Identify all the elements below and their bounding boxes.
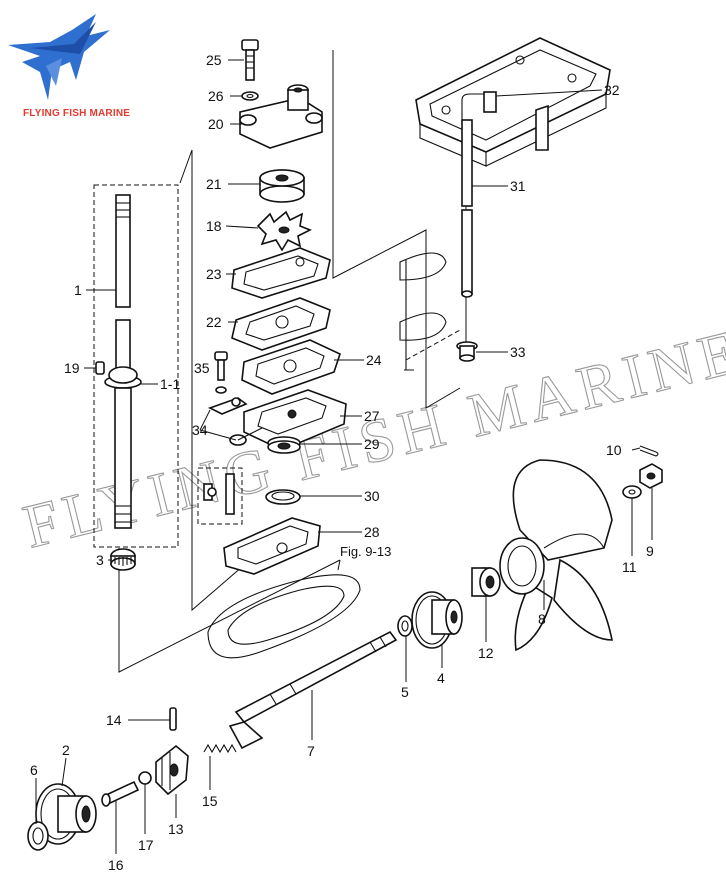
propeller-group xyxy=(207,445,663,659)
gasket-upper xyxy=(231,247,331,299)
cotter-pin xyxy=(639,445,659,457)
base-gasket xyxy=(223,517,321,575)
callout-labels: 25 26 20 21 18 23 22 24 35 34 27 29 30 2… xyxy=(30,52,654,873)
water-tube-grommet-bottom xyxy=(456,341,478,362)
outer-plate xyxy=(231,297,331,351)
plunger-ball xyxy=(138,771,152,785)
reverse-gear xyxy=(35,783,97,845)
callout-leaders xyxy=(35,59,653,854)
gasket-lower xyxy=(241,339,341,395)
water-tube xyxy=(461,119,473,298)
callout-4: 4 xyxy=(437,670,445,686)
callout-9: 9 xyxy=(646,543,654,559)
water-tube-grommet-top xyxy=(461,91,497,124)
shim xyxy=(27,821,49,851)
callout-8: 8 xyxy=(538,611,546,627)
callout-26: 26 xyxy=(208,88,224,104)
impeller xyxy=(256,210,312,252)
brand-name: FLYING FISH MARINE xyxy=(23,108,130,119)
washer-prop xyxy=(622,485,642,499)
callout-6: 6 xyxy=(30,762,38,778)
callout-14: 14 xyxy=(106,712,122,728)
oil-seal xyxy=(267,436,301,454)
bolt-side xyxy=(214,351,228,381)
exhaust-plate xyxy=(415,37,611,167)
dog-clutch xyxy=(155,744,189,796)
callout-19: 19 xyxy=(64,360,80,376)
callout-18: 18 xyxy=(206,218,222,234)
spring xyxy=(203,743,237,754)
callout-32: 32 xyxy=(604,82,620,98)
insert-cartridge xyxy=(259,169,305,203)
callout-10: 10 xyxy=(606,442,622,458)
callout-31: 31 xyxy=(510,178,526,194)
water-pump-group xyxy=(203,39,347,575)
propeller-shaft-group xyxy=(27,630,398,851)
drive-shaft xyxy=(104,194,142,529)
bracket-small-parts xyxy=(203,473,235,515)
callout-28: 28 xyxy=(364,524,380,540)
callout-27: 27 xyxy=(364,408,380,424)
callout-16: 16 xyxy=(108,857,124,873)
callout-35: 35 xyxy=(194,360,210,376)
callout-25: 25 xyxy=(206,52,222,68)
callout-1-1: 1-1 xyxy=(160,376,180,392)
callout-7: 7 xyxy=(307,743,315,759)
callout-22: 22 xyxy=(206,314,222,330)
propeller xyxy=(499,459,613,652)
callout-2: 2 xyxy=(62,742,70,758)
callout-13: 13 xyxy=(168,821,184,837)
callout-5: 5 xyxy=(401,684,409,700)
pump-housing xyxy=(239,84,323,149)
callout-29: 29 xyxy=(364,436,380,452)
flying-fish-logo-icon xyxy=(8,14,110,100)
cross-pin xyxy=(169,707,177,731)
water-tube-group xyxy=(399,37,611,370)
callout-23: 23 xyxy=(206,266,222,282)
shift-plunger xyxy=(101,780,140,807)
lower-case-outline xyxy=(207,574,361,659)
callout-30: 30 xyxy=(364,488,380,504)
driveshaft-housing-outline xyxy=(399,252,447,370)
propeller-nut xyxy=(639,463,663,489)
callout-20: 20 xyxy=(208,116,224,132)
brand-logo: FLYING FISH MARINE xyxy=(8,14,130,119)
thrust-washer xyxy=(397,615,413,637)
bolt-top xyxy=(241,39,259,81)
drive-shaft-group xyxy=(95,194,142,571)
callout-15: 15 xyxy=(202,793,218,809)
spacer xyxy=(471,567,501,597)
callout-33: 33 xyxy=(510,344,526,360)
seal-ring xyxy=(265,489,301,505)
pinion xyxy=(110,548,136,571)
callout-34: 34 xyxy=(192,422,208,438)
callout-1: 1 xyxy=(74,282,82,298)
callout-11: 11 xyxy=(622,559,637,575)
washer-top xyxy=(241,91,259,101)
pump-base xyxy=(229,389,347,451)
callout-12: 12 xyxy=(478,645,494,661)
callout-3: 3 xyxy=(96,552,104,568)
callout-21: 21 xyxy=(206,176,222,192)
figure-reference: Fig. 9-13 xyxy=(340,544,391,559)
forward-gear xyxy=(411,591,463,649)
callout-24: 24 xyxy=(366,352,382,368)
propeller-shaft xyxy=(228,630,398,750)
bracket-plate xyxy=(207,386,248,415)
pin xyxy=(95,361,105,375)
callout-17: 17 xyxy=(138,837,154,853)
